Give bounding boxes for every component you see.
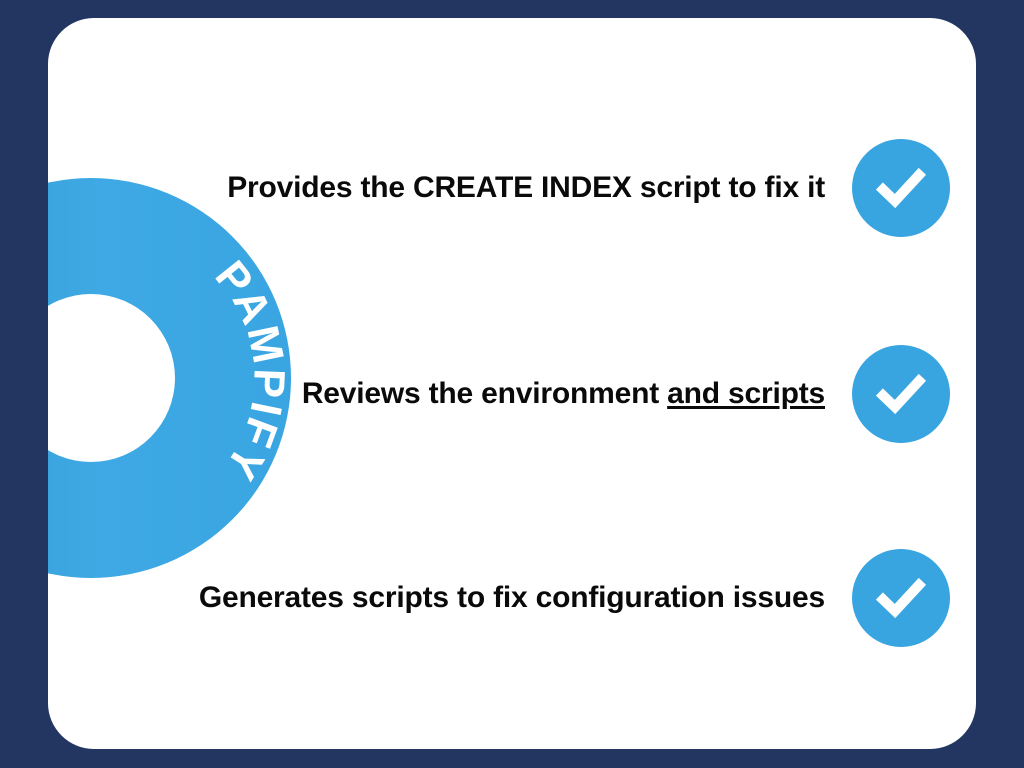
feature-label-create-index: Provides the CREATE INDEX script to fix … — [227, 171, 825, 206]
content-card: PAMPIFY Provides the CREATE INDEX script… — [48, 18, 976, 749]
feature-text-plain: Provides the CREATE INDEX script to fix … — [227, 170, 825, 204]
feature-row: Generates scripts to fix configuration i… — [138, 549, 950, 647]
feature-row: Reviews the environment and scripts — [138, 345, 950, 443]
feature-row: Provides the CREATE INDEX script to fix … — [138, 139, 950, 237]
check-circle-icon — [852, 549, 950, 647]
feature-text-plain: Reviews the environment — [301, 376, 668, 410]
check-circle-icon — [852, 345, 950, 443]
feature-label-generates-scripts: Generates scripts to fix configuration i… — [199, 581, 825, 616]
check-circle-icon — [852, 139, 950, 237]
feature-label-reviews-environment: Reviews the environment and scripts — [302, 377, 825, 412]
feature-text-underlined: and scripts — [667, 376, 825, 410]
feature-text-plain: Generates scripts to fix configuration i… — [198, 580, 825, 614]
